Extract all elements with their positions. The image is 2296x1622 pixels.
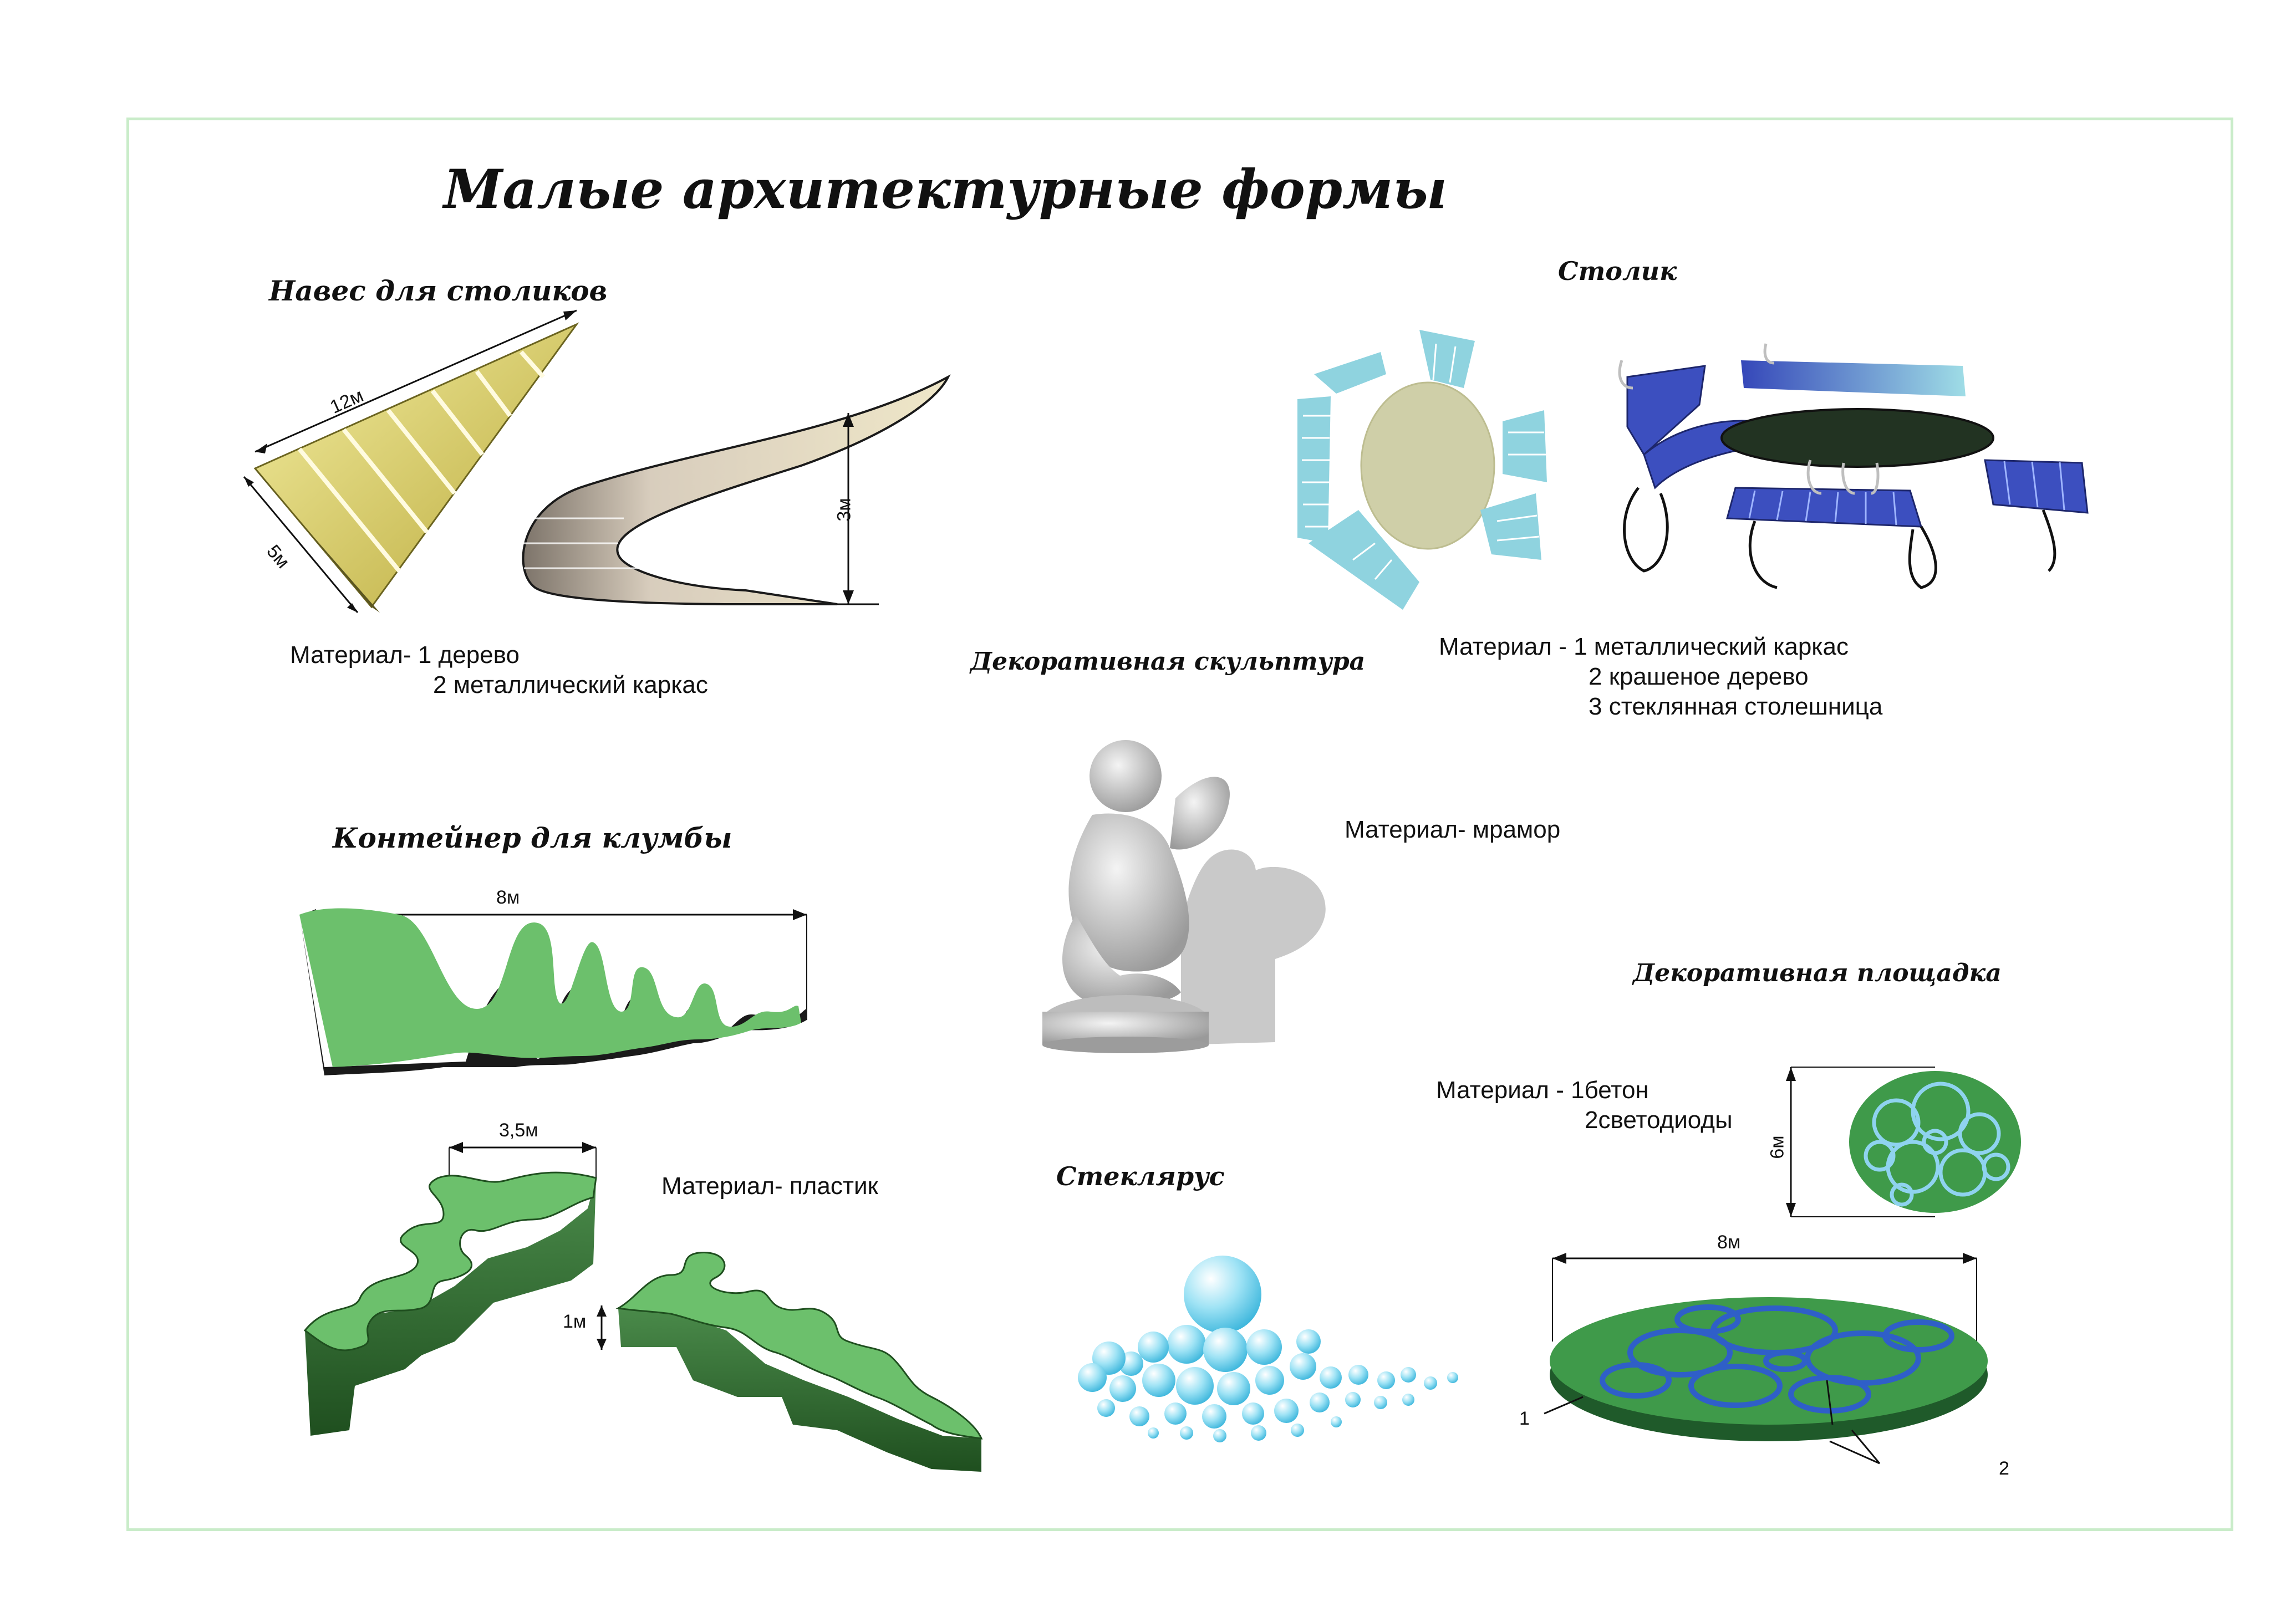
sculpture-drawing — [1042, 740, 1326, 1053]
canopy-height-label: 3м — [833, 498, 855, 522]
table-material-block: Материал - 1 металлический каркас 2 краш… — [1439, 632, 1882, 722]
canopy-side-drawing — [518, 374, 951, 605]
platform-material-2: 2светодиоды — [1585, 1106, 1733, 1134]
flowerbed-length-label: 8м — [496, 887, 520, 908]
platform-material-label: Материал - — [1436, 1077, 1564, 1104]
sculpture-title: Декоративная скульптура — [970, 647, 1366, 676]
page-title: Малые архитектурные формы — [444, 158, 1447, 221]
canopy-material-1: 1 дерево — [418, 641, 520, 669]
platform-perspective-drawing — [1544, 1253, 1988, 1465]
canopy-title: Навес для столиков — [269, 274, 608, 307]
page-frame — [126, 118, 2233, 1531]
flowerbed-height-label: 1м — [563, 1311, 587, 1332]
platform-height-label: 6м — [1766, 1135, 1788, 1159]
table-perspective-drawing — [1618, 343, 2089, 589]
table-material-1: 1 металлический каркас — [1574, 633, 1849, 660]
platform-plan-drawing — [1786, 1067, 2021, 1217]
canopy-material-2: 2 металлический каркас — [433, 671, 708, 698]
table-material-label: Материал - — [1439, 633, 1567, 660]
glassbeads-drawing — [1078, 1256, 1458, 1442]
flowerbed-axonometric-drawing — [303, 1142, 983, 1472]
flowerbed-elevation-drawing — [299, 908, 807, 1075]
platform-callout-1: 1 — [1519, 1408, 1530, 1429]
platform-callout-2: 2 — [1999, 1458, 2009, 1479]
flowerbed-title: Контейнер для клумбы — [333, 822, 732, 854]
canopy-material-block: Материал- 1 дерево 2 металлический карка… — [290, 640, 708, 700]
table-material-2: 2 крашеное дерево — [1589, 663, 1809, 690]
canopy-material-label: Материал- — [290, 641, 411, 669]
flowerbed-width-label: 3,5м — [499, 1120, 538, 1141]
platform-title: Декоративная площадка — [1633, 959, 2002, 987]
table-title: Столик — [1558, 256, 1677, 286]
platform-material-1: 1бетон — [1571, 1077, 1649, 1104]
platform-width-label: 8м — [1717, 1232, 1741, 1253]
flowerbed-material: Материал- пластик — [661, 1172, 878, 1200]
table-plan-drawing — [1297, 330, 1547, 610]
platform-material-block: Материал - 1бетон 2светодиоды — [1436, 1075, 1733, 1135]
glassbeads-title: Стеклярус — [1056, 1161, 1225, 1191]
sculpture-material: Материал- мрамор — [1345, 816, 1561, 843]
table-material-3: 3 стеклянная столешница — [1589, 693, 1883, 720]
canopy-triangle-drawing — [243, 309, 579, 613]
